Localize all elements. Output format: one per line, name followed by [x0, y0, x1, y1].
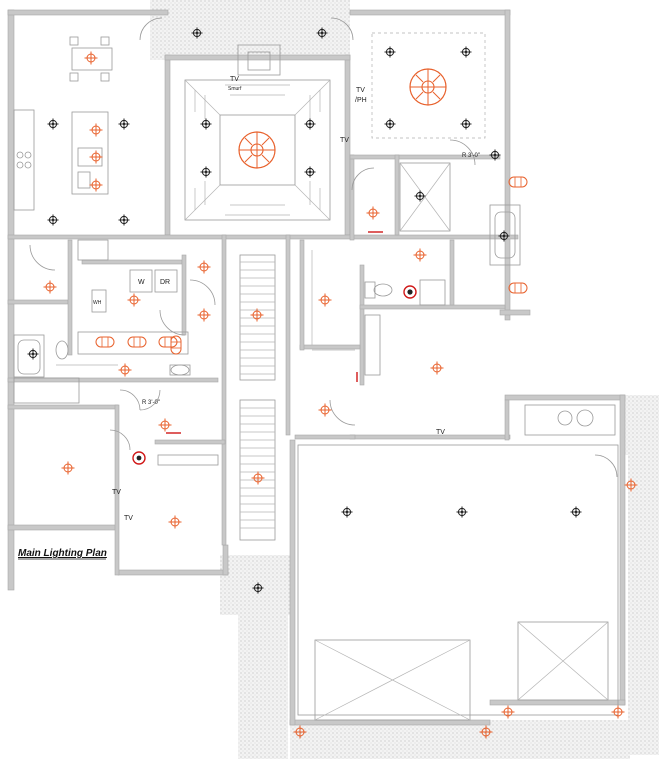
mudroom-bench — [524, 404, 616, 436]
kitchen-island — [71, 111, 109, 195]
stairs-upper — [239, 254, 276, 381]
driveway — [238, 600, 288, 759]
water-heater-closet: WH — [91, 289, 107, 313]
garage — [297, 444, 619, 721]
linen-closet — [419, 279, 446, 306]
vanity-lights — [95, 176, 528, 355]
hall-toilet — [55, 340, 69, 360]
dryer-label: DR — [160, 279, 170, 286]
interior-walls — [7, 154, 519, 576]
master-toilet — [364, 281, 393, 299]
laundry-washer: W — [129, 269, 153, 293]
alert-marks — [166, 231, 383, 434]
master-tub — [489, 204, 521, 266]
master-ceiling-fan — [409, 68, 447, 106]
tv-label-great-room-top: TV — [230, 76, 239, 83]
wh-label: WH — [93, 300, 102, 306]
hall-tub — [13, 334, 45, 378]
great-room-chandelier — [238, 131, 276, 169]
tv-label-ph-top: TV — [356, 87, 365, 94]
side-walk — [628, 455, 659, 755]
recessed-lights — [27, 27, 582, 594]
tv-label-bed-a: TV — [112, 489, 121, 496]
fireplace-bump — [237, 44, 281, 76]
radius-label-top: R 3'-0" — [462, 153, 480, 159]
tv-label-bed-b: TV — [124, 515, 133, 522]
dining-table — [69, 36, 113, 82]
exhaust-fan-icon — [403, 285, 417, 299]
tray-ceiling — [371, 32, 486, 139]
stairs-lower — [239, 399, 276, 541]
exterior-walls — [7, 9, 626, 726]
door-swings — [29, 17, 618, 478]
shower — [399, 162, 451, 232]
plan-title: Main Lighting Plan — [18, 548, 107, 559]
radius-label-left: R 3'-0" — [142, 400, 160, 406]
cabinetry — [13, 239, 381, 466]
front-porch — [150, 0, 350, 60]
side-patio — [625, 395, 659, 455]
tv-label-master: TV — [436, 429, 445, 436]
washer-label: W — [138, 279, 145, 286]
ph-label: /PH — [355, 97, 367, 104]
kitchen-counter — [13, 109, 35, 211]
powder-toilet — [169, 364, 191, 376]
smoke-detector-icon — [132, 451, 146, 465]
driveway-right — [290, 720, 630, 759]
tv-label-great-room: TV — [340, 137, 349, 144]
smurf-label: Smurf — [228, 86, 242, 92]
vanity-counter — [77, 331, 189, 355]
laundry-dryer: DR — [154, 269, 178, 293]
coffered-ceiling — [184, 79, 331, 221]
